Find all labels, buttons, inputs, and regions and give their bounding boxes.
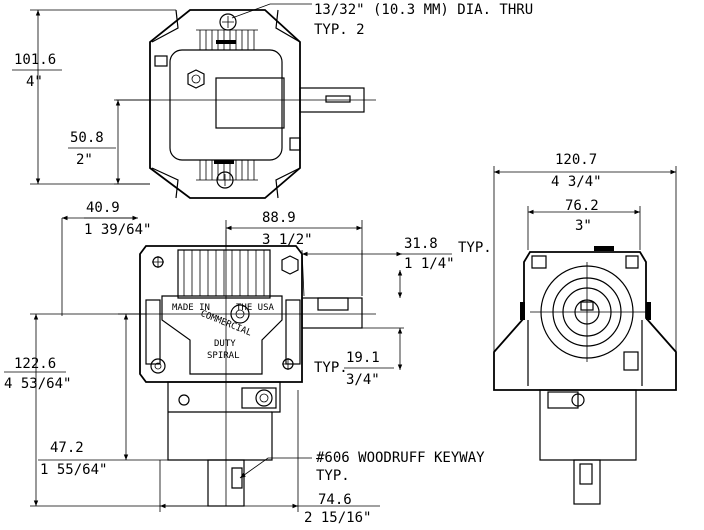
plate-spiral: SPIRAL (207, 351, 240, 361)
dim-19-mm: 19.1 (346, 350, 380, 366)
dim-31-mm: 31.8 (404, 236, 438, 252)
dim-76-mm: 76.2 (565, 198, 599, 214)
keyway-label: #606 WOODRUFF KEYWAY (316, 450, 485, 466)
dim-120-mm: 120.7 (555, 152, 597, 168)
dim-88-in: 3 1/2" (262, 232, 313, 248)
plate-the-usa: THE USA (236, 303, 275, 313)
hole-dia-label: 13/32" (10.3 MM) DIA. THRU (314, 2, 533, 18)
side-view: 120.7 4 3/4" 76.2 3" (493, 152, 677, 505)
dim-76-in: 3" (575, 218, 592, 234)
dim-101-mm: 101.6 (14, 52, 56, 68)
name-plate (161, 295, 283, 375)
top-hole-upper-icon (219, 13, 237, 31)
dim-120-in: 4 3/4" (551, 174, 602, 190)
dim-50-mm: 50.8 (70, 130, 104, 146)
dim-19-in: 3/4" (346, 372, 380, 388)
dim-31-typ: TYP. (458, 240, 492, 256)
side-bottom-shaft (573, 459, 601, 505)
side-view-body (493, 251, 677, 391)
top-hex-plug-icon (187, 69, 205, 89)
top-fins (196, 29, 258, 181)
top-hole-lower-icon (216, 171, 234, 189)
side-lower-housing (539, 389, 637, 461)
dim-40-in: 1 39/64" (84, 222, 151, 238)
dim-40-mm: 40.9 (86, 200, 120, 216)
dim-122-in: 4 53/64" (4, 376, 71, 392)
dim-74-in: 2 15/16" (304, 510, 371, 526)
dim-50-in: 2" (76, 152, 93, 168)
dim-47-in: 1 55/64" (40, 462, 107, 478)
dim-19-typ: TYP. (314, 360, 348, 376)
plate-duty: DUTY (214, 339, 236, 349)
dim-122-mm: 122.6 (14, 356, 56, 372)
hole-typ-label: TYP. 2 (314, 22, 365, 38)
top-view-body (149, 9, 301, 199)
plate-made-in: MADE IN (172, 303, 210, 313)
front-right-shaft (301, 297, 363, 329)
keyway-typ: TYP. (316, 468, 350, 484)
dim-74-mm: 74.6 (318, 492, 352, 508)
dim-31-in: 1 1/4" (404, 256, 455, 272)
top-view: 13/32" (10.3 MM) DIA. THRU TYP. 2 101.6 … (12, 2, 533, 199)
front-fins (177, 249, 271, 299)
dim-88-mm: 88.9 (262, 210, 296, 226)
dim-101-in: 4" (26, 74, 43, 90)
dim-47-mm: 47.2 (50, 440, 84, 456)
front-view: MADE IN THE USA COMMERCIAL DUTY SPIRAL 4… (4, 200, 492, 526)
front-hex-plug-icon (281, 255, 299, 275)
